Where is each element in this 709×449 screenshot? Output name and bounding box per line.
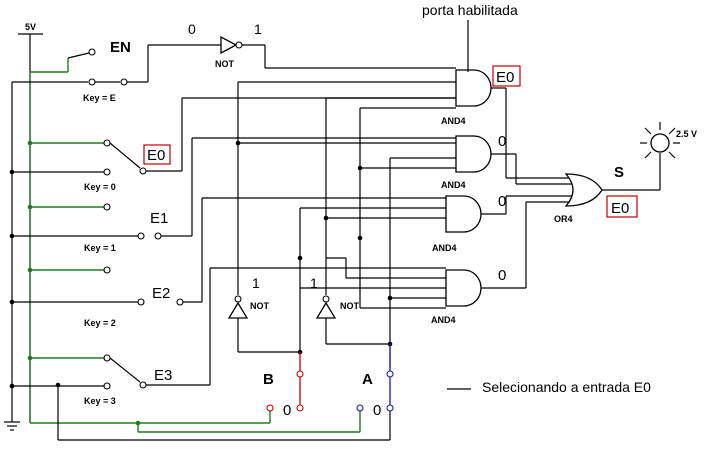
switch-e3-name: E3	[154, 367, 172, 384]
select-lines	[237, 81, 456, 368]
enable-not-gate	[220, 35, 456, 69]
and-4-output: 0	[498, 267, 506, 284]
output-value: E0	[611, 200, 629, 217]
output-lamp-icon	[640, 122, 680, 159]
and-gate-4	[445, 269, 526, 307]
output-name: S	[614, 164, 624, 181]
and-1-output-highlight	[492, 65, 521, 87]
output-value-highlight	[606, 195, 638, 218]
and-2-label: AND4	[441, 180, 466, 190]
switch-e2-name: E2	[152, 285, 170, 302]
switch-e1[interactable]	[12, 137, 456, 240]
legend-text: Selecionando a entrada E0	[482, 379, 651, 395]
not-a-label: NOT	[340, 301, 360, 311]
not-b-label: NOT	[250, 301, 270, 311]
not-gate-a	[315, 295, 337, 319]
supply-label: 5V	[25, 22, 36, 32]
enable-label: EN	[110, 39, 131, 56]
annotation-label: porta habilitada	[422, 2, 518, 18]
switch-e1-name: E1	[150, 210, 168, 227]
enable-switch[interactable]	[12, 44, 221, 86]
switch-e0-name: E0	[147, 147, 165, 164]
selector-b-value: 0	[283, 402, 291, 419]
and-to-or-wires	[505, 88, 574, 288]
enable-not-label: NOT	[215, 59, 235, 69]
enable-out-value: 1	[254, 21, 262, 37]
and-2-output: 0	[498, 133, 506, 150]
and-gate-3	[445, 195, 506, 233]
selector-b-name: B	[263, 371, 274, 388]
not-a-value: 1	[310, 275, 318, 291]
switch-e2-key: Key = 2	[84, 318, 116, 328]
switch-e1-key: Key = 1	[84, 243, 116, 253]
selector-switch-b[interactable]	[266, 352, 304, 412]
switch-e0-highlight	[143, 144, 171, 165]
switch-e2[interactable]	[12, 197, 446, 306]
switch-e3[interactable]	[12, 267, 446, 390]
and-1-label: AND4	[441, 116, 466, 126]
and-3-label: AND4	[432, 243, 457, 253]
and-3-output: 0	[498, 193, 506, 210]
not-gate-b	[227, 295, 249, 319]
or-gate	[564, 153, 661, 207]
or-label: OR4	[554, 214, 573, 224]
supply-rails	[4, 33, 271, 431]
lamp-label: 2.5 V	[676, 129, 697, 139]
selector-switch-a[interactable]	[356, 344, 394, 412]
and-gate-1	[455, 69, 506, 107]
junction-dots	[9, 140, 393, 426]
enable-in-value: 0	[188, 21, 196, 37]
enable-key: Key = E	[83, 93, 116, 103]
and-4-label: AND4	[431, 315, 456, 325]
and-gate-2	[455, 135, 516, 173]
and-1-output: E0	[496, 69, 514, 86]
selector-a-name: A	[362, 371, 373, 388]
selector-a-value: 0	[373, 402, 381, 419]
not-b-value: 1	[252, 275, 260, 291]
switch-e0-key: Key = 0	[84, 182, 116, 192]
switch-e3-key: Key = 3	[84, 396, 116, 406]
